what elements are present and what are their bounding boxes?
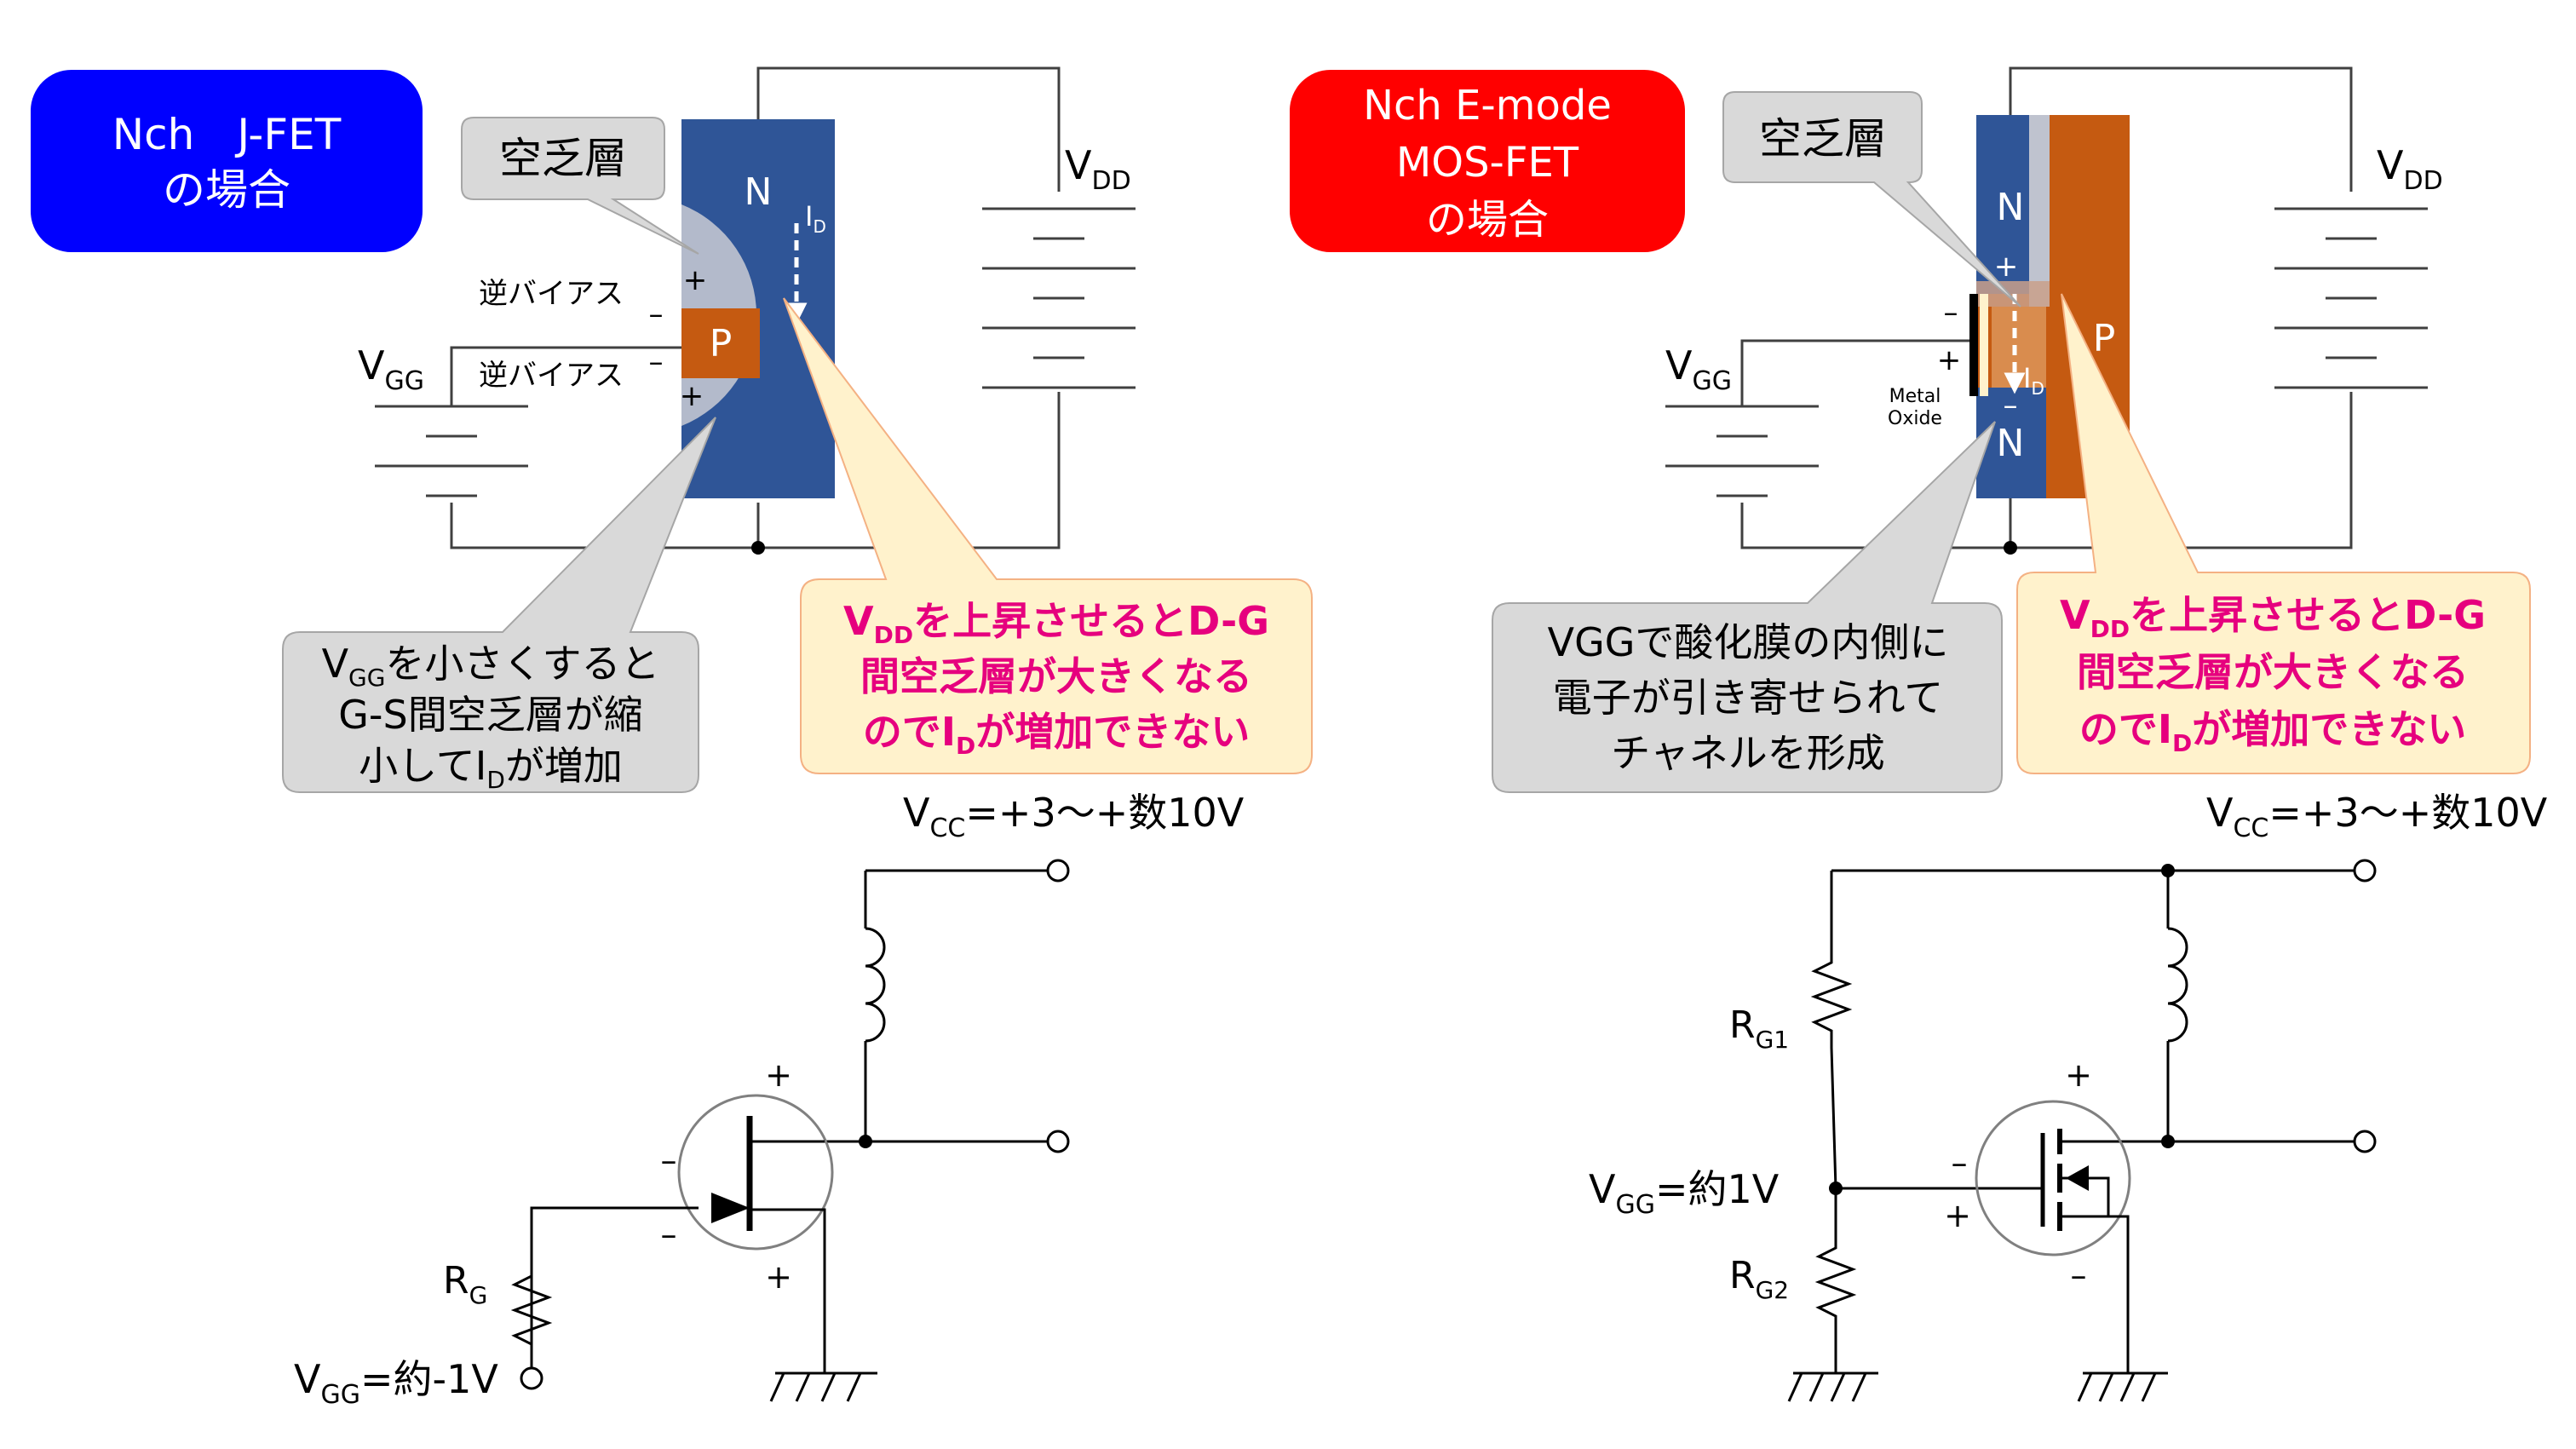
mosfet-n-drain: [1976, 115, 2029, 294]
jfet-gray-callout-line2: G-S間空乏層が縮: [338, 692, 642, 738]
jfet-sch-minus-left: –: [661, 1141, 677, 1179]
jfet-plus-bottom: +: [680, 379, 704, 413]
mosfet-plus-drain: +: [1994, 250, 2019, 284]
jfet-sch-plus-bottom: +: [765, 1258, 792, 1296]
jfet-depletion-callout: [461, 117, 699, 255]
mosfet-title-line3: の場合: [1426, 196, 1549, 244]
jfet-sch-minus-gate: –: [661, 1216, 677, 1253]
mosfet-id-label: ID: [2023, 362, 2044, 399]
jfet-pink-callout: [783, 297, 1313, 774]
mosfet-gate-plus: +: [1937, 343, 1962, 377]
mosfet-sch-minus-bottom: –: [2071, 1256, 2087, 1294]
jfet-vgg-bottom-label: VGG=約-1V: [294, 1356, 498, 1410]
jfet-minus-top: –: [649, 297, 664, 331]
jfet-pink-callout-line3: のでIDが増加できない: [863, 709, 1250, 760]
mosfet-pink-callout-line1: VDDを上昇させるとD-G: [2060, 592, 2486, 643]
jfet-id-label: ID: [805, 200, 826, 237]
mosfet-source-node: [2004, 541, 2017, 555]
mosfet-oxide-label: Oxide: [1888, 408, 1942, 429]
mosfet-pink-callout: [2016, 293, 2531, 774]
mosfet-p-label: P: [2093, 317, 2116, 360]
jfet-p-label: P: [710, 322, 733, 365]
mosfet-panel: Nch E-mode MOS-FET の場合 VDD: [1290, 66, 2548, 1402]
jfet-vgg-label: VGG: [358, 342, 424, 396]
mosfet-gray-callout-line1: VGGで酸化膜の内側に: [1548, 619, 1949, 665]
jfet-vdd-battery: [982, 207, 1136, 389]
mosfet-oxide: [1980, 294, 1988, 396]
mosfet-out-terminal: [2353, 1130, 2377, 1153]
jfet-bias-label-1: 逆バイアス: [479, 277, 624, 311]
jfet-gray-callout-line1: VGGを小さくすると: [322, 641, 660, 692]
jfet-rg-label: RG: [443, 1259, 487, 1309]
mosfet-metal-gate: [1969, 294, 1978, 396]
jfet-vgg-terminal: [520, 1366, 543, 1390]
mosfet-gate-minus: –: [1944, 296, 1958, 330]
jfet-n-label: N: [745, 170, 773, 214]
jfet-gray-callout-line3: 小してIDが増加: [359, 743, 623, 794]
mosfet-pink-callout-line3: のでIDが増加できない: [2079, 706, 2466, 757]
jfet-vcc-label: VCC=+3〜+数10V: [903, 790, 1245, 843]
jfet-minus-bottom: –: [649, 345, 664, 379]
jfet-plus-top: +: [683, 263, 708, 297]
mosfet-sch-plus-top: +: [2065, 1056, 2092, 1094]
mosfet-schematic: [1787, 869, 2365, 1402]
jfet-pink-callout-line2: 間空乏層が大きくなる: [860, 653, 1252, 699]
mosfet-channel: [1992, 307, 2046, 388]
mosfet-rg1-label: RG1: [1729, 1003, 1789, 1054]
mosfet-n-label-top: N: [1997, 186, 2025, 229]
jfet-panel: Nch J-FET の場合 VDD VGG: [31, 66, 1313, 1410]
jfet-title-line1: Nch J-FET: [112, 110, 342, 159]
mosfet-minus-source: –: [2004, 388, 2018, 423]
jfet-source-node: [751, 541, 765, 555]
mosfet-vdd-label: VDD: [2377, 142, 2443, 196]
mosfet-vgg-label: VGG: [1665, 342, 1732, 396]
mosfet-depletion-callout: [1722, 91, 2021, 308]
mosfet-gray-callout-line3: チャネルを形成: [1611, 730, 1885, 776]
jfet-out-terminal: [1046, 1130, 1070, 1153]
mosfet-gate-node: [1829, 1182, 1843, 1195]
mosfet-n-label-bottom: N: [1997, 422, 2025, 465]
jfet-pink-callout-line1: VDDを上昇させるとD-G: [843, 598, 1269, 649]
mosfet-sch-minus-gate: –: [1952, 1144, 1968, 1182]
mosfet-depletion-label: 空乏層: [1759, 114, 1887, 164]
mosfet-wiring: [1740, 66, 2353, 549]
mosfet-vcc-node: [2161, 864, 2175, 877]
jfet-title-box: [31, 70, 423, 252]
mosfet-vgg-mid-label: VGG=約1V: [1589, 1166, 1780, 1220]
mosfet-gray-callout: [1492, 421, 2003, 793]
mosfet-title-line2: MOS-FET: [1396, 139, 1579, 187]
jfet-gate-arrow: [711, 1193, 750, 1223]
jfet-drain-node: [859, 1135, 872, 1148]
mosfet-vdd-battery: [2274, 207, 2428, 389]
jfet-vdd-label: VDD: [1065, 142, 1131, 196]
mosfet-gray-callout-line2: 電子が引き寄せられて: [1553, 675, 1944, 721]
mosfet-vgg-battery: [1665, 405, 1819, 497]
mosfet-title-line1: Nch E-mode: [1363, 82, 1612, 129]
jfet-schematic: [510, 869, 1056, 1402]
mosfet-title-box: [1290, 70, 1685, 252]
jfet-gray-callout: [282, 417, 716, 793]
mosfet-body-arrow: [2066, 1165, 2089, 1191]
jfet-sch-plus-top: +: [765, 1056, 792, 1094]
mosfet-pink-callout-line2: 間空乏層が大きくなる: [2077, 649, 2469, 695]
mosfet-rg2-label: RG2: [1729, 1254, 1789, 1304]
mosfet-sch-plus-gate: +: [1944, 1197, 1971, 1234]
mosfet-depletion-region: [2029, 115, 2050, 307]
jfet-vgg-battery: [375, 405, 528, 497]
jfet-p-gate: [681, 308, 760, 378]
jfet-vcc-terminal: [1046, 859, 1070, 883]
mosfet-vcc-terminal: [2353, 859, 2377, 883]
mosfet-vcc-label: VCC=+3〜+数10V: [2206, 790, 2548, 843]
jfet-title-line2: の場合: [163, 165, 290, 215]
jfet-bias-label-2: 逆バイアス: [479, 359, 624, 393]
jfet-depletion-label: 空乏層: [499, 134, 627, 183]
mosfet-metal-label: Metal: [1889, 386, 1941, 407]
mosfet-drain-node: [2161, 1135, 2175, 1148]
